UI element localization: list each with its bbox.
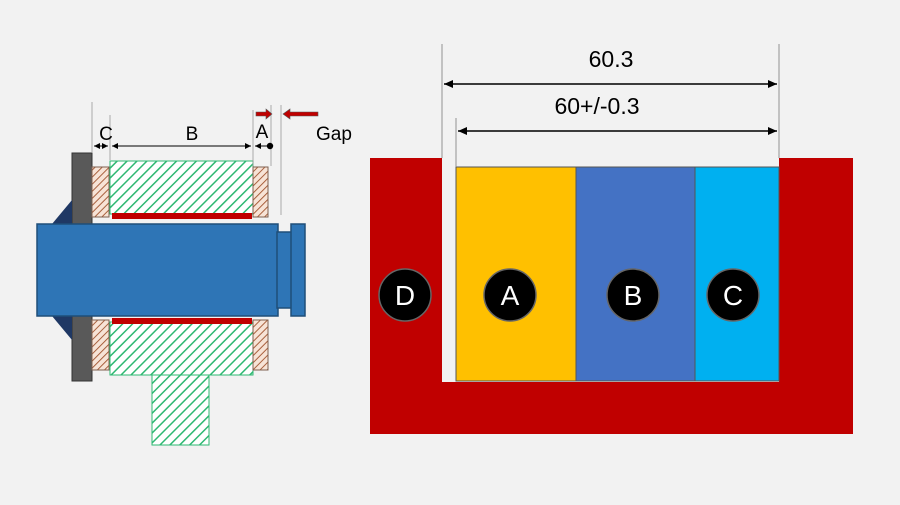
shaft-collar: [276, 231, 293, 309]
shaft: [36, 223, 279, 317]
spacer-c-bottom: [91, 319, 110, 371]
label-c: C: [99, 124, 113, 145]
label-b: B: [186, 124, 199, 145]
circle-c-label: C: [723, 280, 743, 311]
dim-a-dot: [266, 142, 274, 150]
circle-b-label: B: [624, 280, 643, 311]
circle-a-label: A: [501, 280, 520, 311]
label-a: A: [256, 122, 269, 143]
bushing-b-top: [109, 160, 254, 215]
gap-arrow-left: [282, 108, 319, 120]
circle-d-label: D: [395, 280, 415, 311]
dim-inner-label: 60+/-0.3: [554, 93, 639, 119]
circle-d: [378, 268, 432, 322]
liner-top: [112, 213, 252, 219]
liner-bottom: [112, 318, 252, 324]
mount-post: [151, 372, 210, 446]
gap-arrow-right: [255, 108, 273, 120]
spacer-a-bottom: [252, 319, 269, 371]
plate-wedge-top: [52, 200, 72, 224]
label-gap: Gap: [316, 124, 352, 145]
right-tolerance-figure: 60.3 60+/-0.3 D A B C: [370, 44, 853, 434]
plate-wedge-bottom: [52, 316, 72, 340]
bushing-b-bottom: [109, 321, 254, 376]
shaft-end-cap: [290, 223, 306, 317]
circle-b: [606, 268, 660, 322]
dim-outer-label: 60.3: [589, 46, 634, 72]
housing-d: [370, 158, 853, 434]
circle-a: [483, 268, 537, 322]
spacer-c-top: [91, 166, 110, 218]
circle-c: [706, 268, 760, 322]
spacer-a-top: [252, 166, 269, 218]
left-cross-section: C B A Gap: [36, 102, 352, 446]
